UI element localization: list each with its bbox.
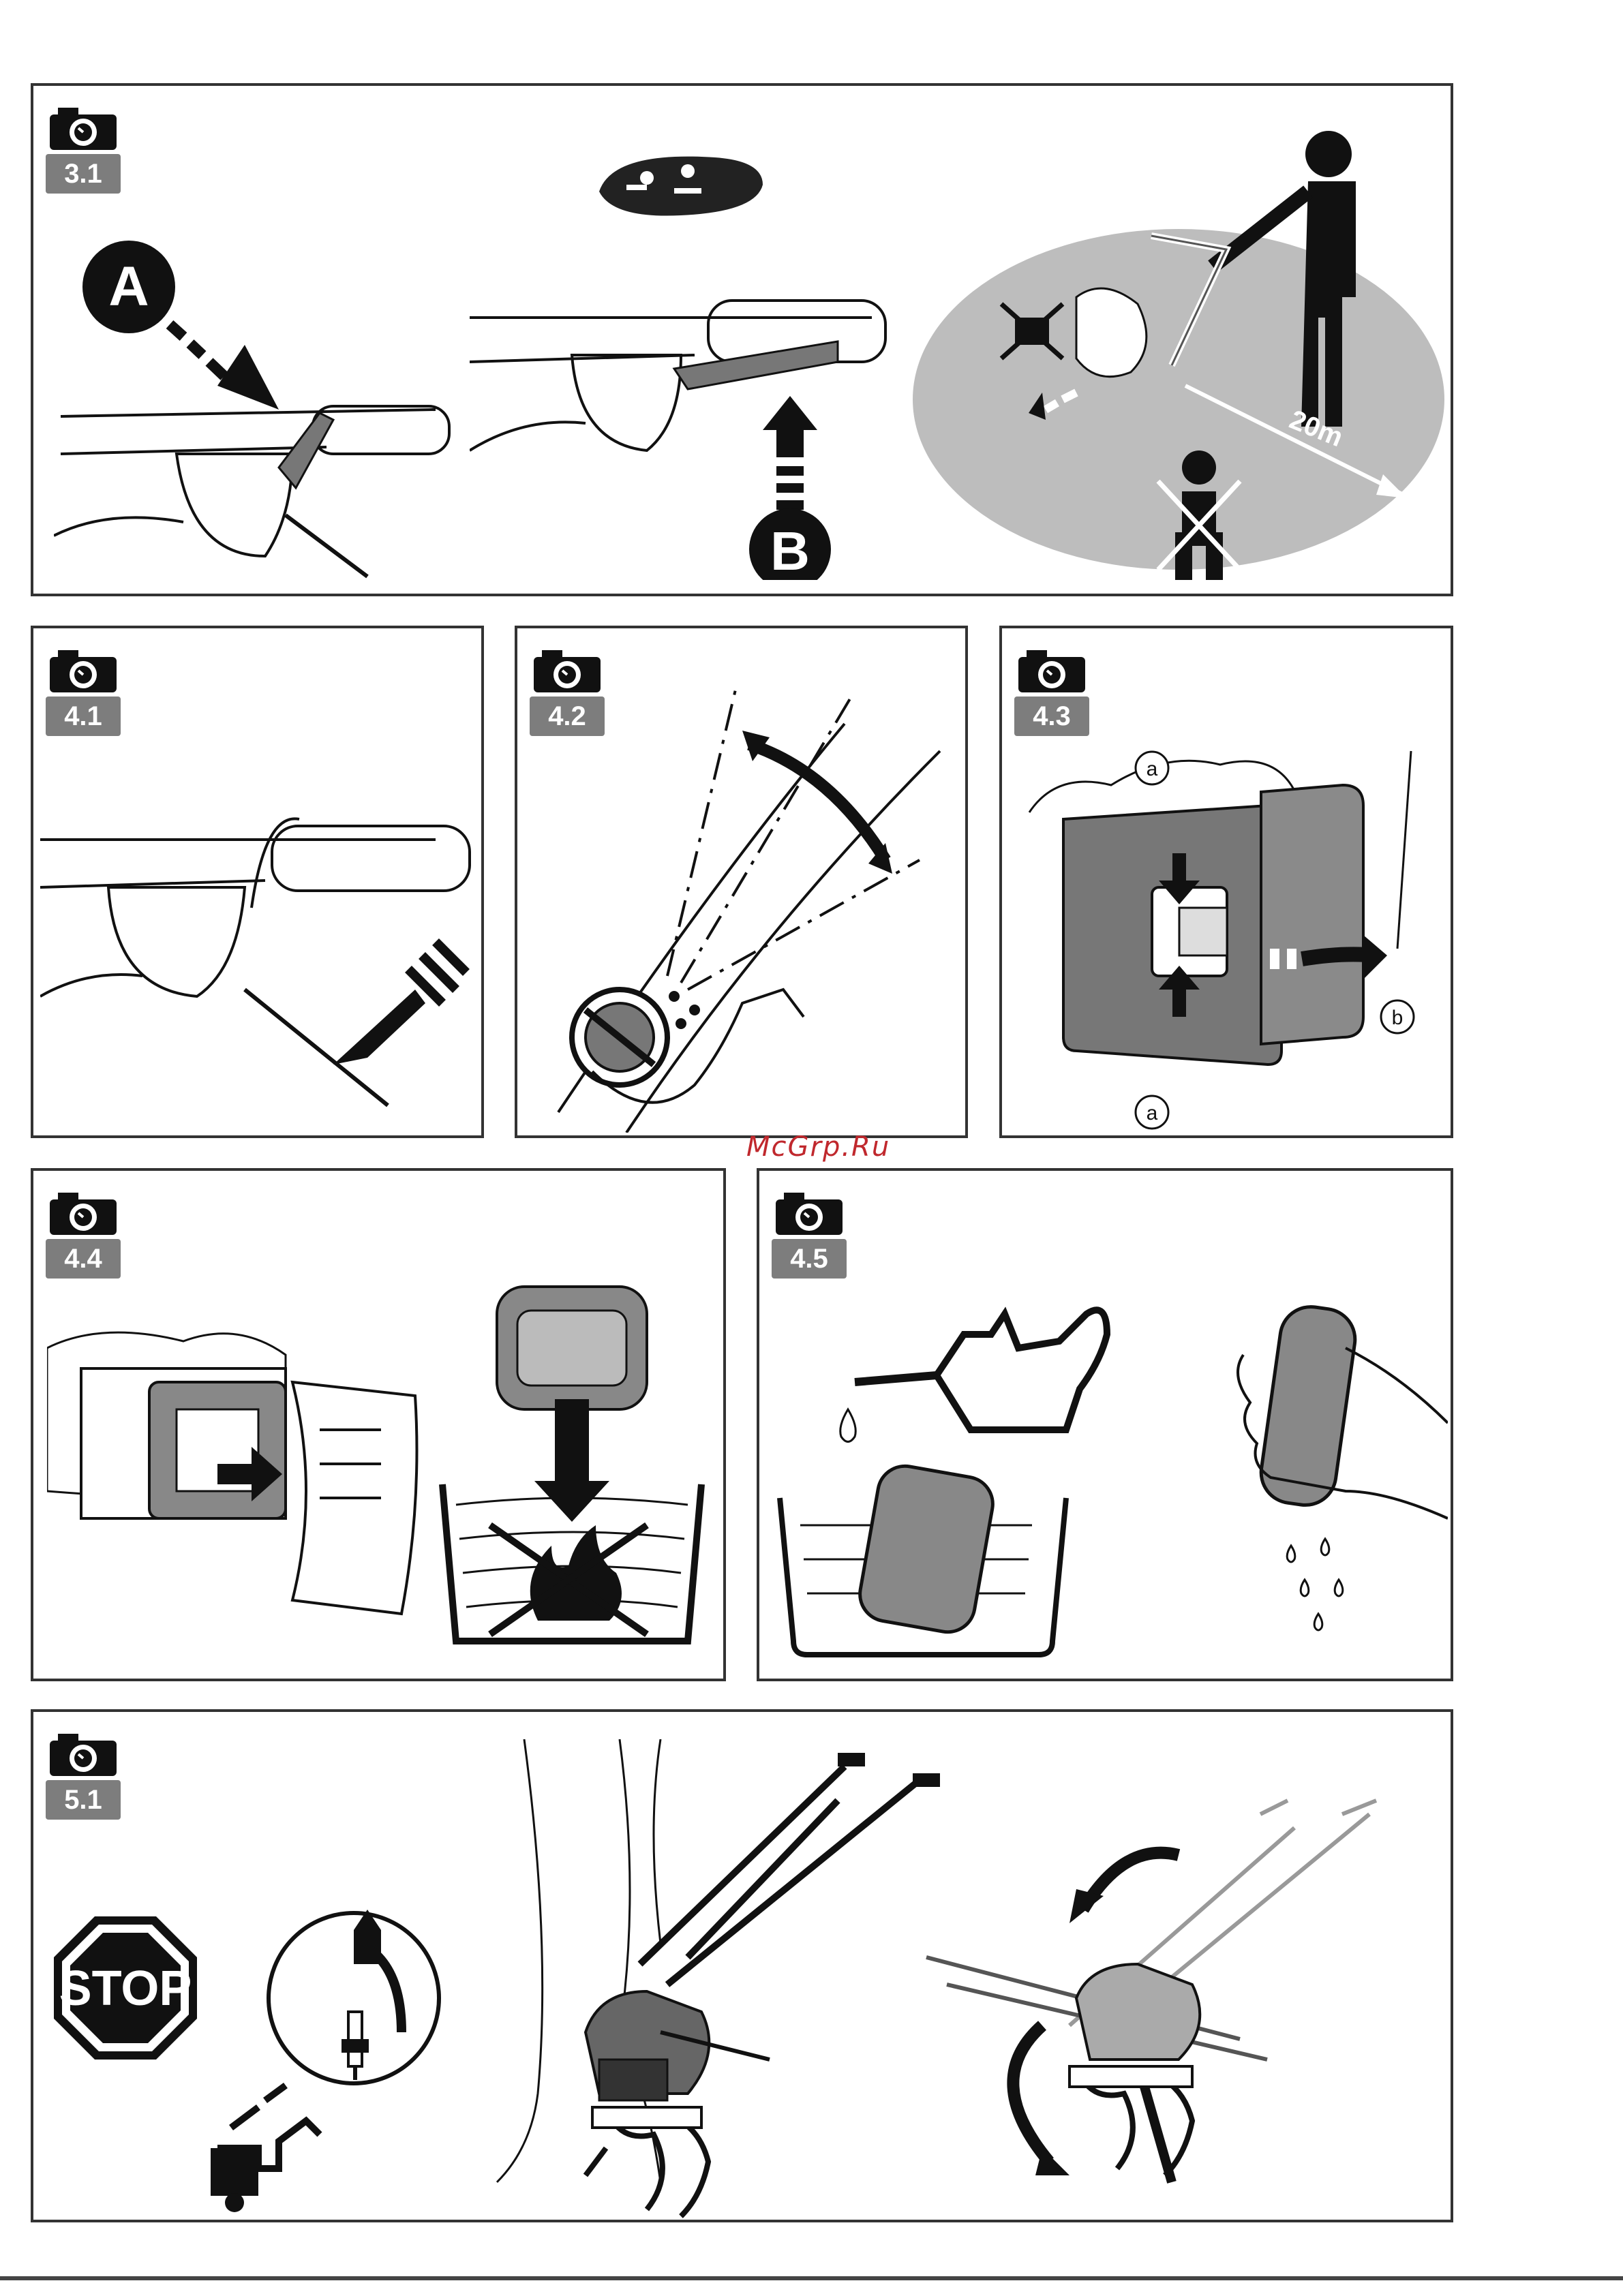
panel-4-2: 4.2 [515, 626, 968, 1138]
camera-icon [46, 1190, 127, 1238]
no-burning-filter-illustration [429, 1280, 715, 1662]
svg-text:STOP: STOP [59, 1961, 192, 2016]
callout-a-bottom: a [1147, 1102, 1158, 1124]
callout-b: B [770, 521, 810, 580]
watermark: McGrp.Ru [746, 1131, 890, 1163]
callout-b: b [1392, 1007, 1404, 1029]
panel-5-1: 5.1 STOP [31, 1709, 1453, 2222]
figure-label: 5.1 [46, 1780, 121, 1820]
camera-icon [46, 105, 127, 153]
stop-spark-plug-illustration: STOP [54, 1903, 463, 2216]
camera-icon [772, 1190, 853, 1238]
handlebar-adjust-illustration [545, 690, 954, 1133]
panel-4-1: 4.1 [31, 626, 484, 1138]
filter-wash-illustration [773, 1294, 1127, 1662]
figure-label: 4.4 [46, 1239, 121, 1279]
throttle-release-illustration [40, 785, 476, 1126]
camera-icon [1014, 647, 1096, 695]
figure-label: 4.5 [772, 1239, 847, 1279]
camera-icon [46, 1731, 127, 1779]
air-filter-cover-illustration: a a b [1016, 731, 1452, 1133]
callout-a-top: a [1147, 758, 1158, 780]
panel-3-1: 3.1 A B [31, 83, 1453, 596]
callout-a: A [108, 256, 149, 318]
camera-icon [46, 647, 127, 695]
camera-icon [530, 647, 611, 695]
safety-zone-illustration: 20m [906, 127, 1451, 596]
filter-squeeze-illustration [1168, 1294, 1448, 1662]
handlebar-throttle-illustration: A [54, 222, 476, 590]
panel-4-3: 4.3 a a b [999, 626, 1453, 1138]
fold-handlebar-illustration [906, 1766, 1444, 2216]
figure-label: 4.1 [46, 697, 121, 736]
stop-sign-icon: STOP [54, 1916, 197, 2060]
throttle-lever-illustration: B [470, 137, 892, 580]
panel-4-5: 4.5 [757, 1168, 1453, 1681]
panel-4-4: 4.4 [31, 1168, 726, 1681]
filter-removal-illustration [47, 1307, 429, 1627]
figure-label: 3.1 [46, 154, 121, 194]
page-footer-rule [0, 2276, 1623, 2280]
